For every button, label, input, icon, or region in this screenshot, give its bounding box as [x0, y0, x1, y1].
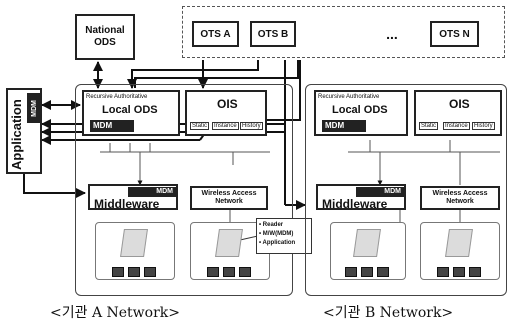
wireless-b-line2: Network	[446, 198, 474, 205]
middleware-a-label: Middleware	[94, 197, 160, 211]
ots-b-box: OTS B	[250, 21, 296, 47]
local-ods-a-mdm: MDM	[90, 120, 134, 132]
national-ods-box: National ODS	[75, 14, 135, 60]
ois-a-history: History	[240, 122, 263, 130]
network-b-frame	[305, 84, 507, 296]
callout-mw: • M/W(MDM)	[259, 231, 294, 237]
ois-a-static: Static	[190, 122, 210, 130]
ois-b-history: History	[472, 122, 495, 130]
ots-a-box: OTS A	[192, 21, 239, 47]
ots-n-box: OTS N	[430, 21, 479, 47]
tag-icon	[128, 267, 140, 277]
ots-ellipsis: ...	[386, 26, 398, 42]
ois-b-title: OIS	[449, 97, 470, 111]
local-ods-b-top: Recursive Authoritative	[318, 94, 380, 100]
middleware-b-label: Middleware	[322, 197, 388, 211]
wireless-a-line1: Wireless Access	[201, 190, 257, 197]
middleware-b-mdm: MDM	[356, 187, 404, 197]
local-ods-b-mdm: MDM	[322, 120, 366, 132]
wireless-b-line1: Wireless Access	[432, 190, 488, 197]
reader-icon	[120, 229, 148, 257]
tag-icon	[377, 267, 389, 277]
reader-callout: • Reader • M/W(MDM) • Application	[256, 218, 312, 254]
tag-icon	[239, 267, 251, 277]
tag-icon	[453, 267, 465, 277]
ois-a: OIS Static Instance History	[185, 90, 267, 136]
ois-a-title: OIS	[217, 97, 238, 111]
device-group-b1	[330, 222, 406, 280]
ois-b-instance: Instance	[443, 122, 470, 130]
tag-icon	[345, 267, 357, 277]
reader-icon	[353, 229, 381, 257]
device-group-b2	[420, 222, 500, 280]
callout-reader: • Reader	[259, 222, 284, 228]
network-a-frame	[75, 84, 293, 296]
tag-icon	[112, 267, 124, 277]
tag-icon	[469, 267, 481, 277]
middleware-b: MDM Middleware	[316, 184, 406, 211]
application-mdm-badge: MDM	[27, 93, 41, 123]
reader-icon	[215, 229, 243, 257]
tag-icon	[437, 267, 449, 277]
device-group-a1	[95, 222, 175, 280]
tag-icon	[207, 267, 219, 277]
national-ods-line2: ODS	[94, 37, 116, 48]
ots-group	[182, 6, 505, 58]
application-mdm-label: MDM	[30, 99, 38, 117]
ois-a-instance: Instance	[212, 122, 239, 130]
local-ods-a-top: Recursive Authoritative	[86, 94, 148, 100]
tag-icon	[223, 267, 235, 277]
caption-network-b: <기관 B Network>	[323, 305, 454, 321]
tag-icon	[144, 267, 156, 277]
reader-icon	[445, 229, 473, 257]
local-ods-b: Recursive Authoritative Local ODS MDM	[314, 90, 408, 136]
caption-network-a: <기관 A Network>	[50, 305, 180, 321]
local-ods-a: Recursive Authoritative Local ODS MDM	[82, 90, 180, 136]
middleware-a: MDM Middleware	[88, 184, 178, 211]
wireless-b: Wireless Access Network	[420, 186, 500, 210]
application-box: Application MDM	[6, 88, 42, 174]
ois-b-static: Static	[419, 122, 439, 130]
tag-icon	[361, 267, 373, 277]
national-ods-line1: National	[85, 25, 125, 36]
local-ods-a-title: Local ODS	[102, 104, 158, 116]
application-label: Application	[9, 99, 24, 170]
local-ods-b-title: Local ODS	[332, 104, 388, 116]
ois-b: OIS Static Instance History	[414, 90, 502, 136]
middleware-a-mdm: MDM	[128, 187, 176, 197]
wireless-a: Wireless Access Network	[190, 186, 268, 210]
wireless-a-line2: Network	[215, 198, 243, 205]
callout-application: • Application	[259, 240, 296, 246]
